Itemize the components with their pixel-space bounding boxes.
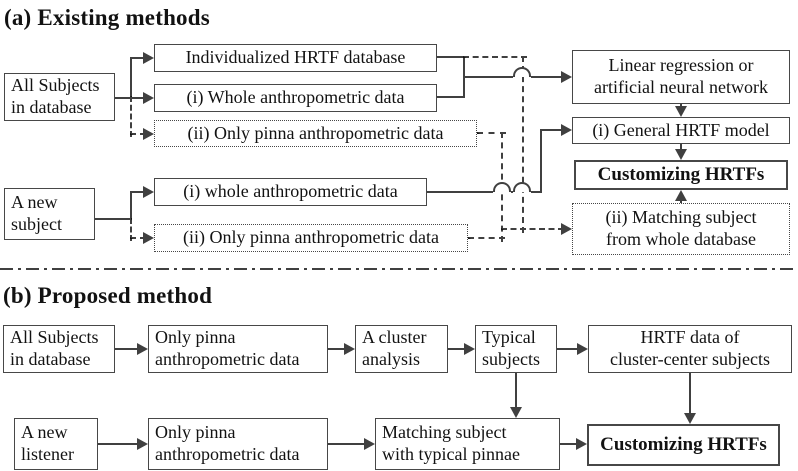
connector-wholenew-mid: [511, 191, 513, 193]
connector-to-generalmodel: [540, 129, 561, 131]
connector-pinnanew-dashed-out: [468, 237, 505, 239]
arrow-to-matching: [561, 223, 572, 235]
arrow-b4: [577, 343, 588, 355]
line-hop-mid-right: [513, 182, 531, 192]
node-customizing-hrtfs-a: Customizing HRTFs: [574, 160, 788, 190]
connector-wholenew-out: [427, 191, 493, 193]
arrow-to-generalmodel: [561, 124, 572, 136]
arrow-matching-to-customizing: [675, 190, 687, 201]
node-cluster-analysis: A cluster analysis: [355, 325, 448, 373]
node-matching-typical-pinnae: Matching subject with typical pinnae: [375, 418, 560, 470]
node-whole-anthro-db: (i) Whole anthropometric data: [154, 84, 437, 112]
node-new-subject: A new subject: [4, 188, 95, 240]
connector-to-pinna-db: [130, 133, 146, 135]
connector-regression-down: [680, 103, 682, 108]
node-all-subjects-db-a: All Subjects in database: [4, 73, 115, 121]
connector-b3: [448, 348, 464, 350]
line-hop-top: [513, 67, 531, 77]
node-whole-anthro-new: (i) whole anthropometric data: [154, 178, 427, 206]
connector-b4: [557, 348, 577, 350]
arrow-to-wholenew: [143, 186, 154, 198]
arrow-model-to-customizing: [675, 149, 687, 160]
connector-db-dashed-top: [463, 56, 527, 58]
node-typical-subjects: Typical subjects: [475, 325, 557, 373]
connector-newsubject-out: [95, 218, 131, 220]
arrow-to-pinnanew: [143, 232, 154, 244]
connector-db-dashed-vertical: [522, 56, 524, 233]
connector-wholenew-right: [531, 191, 542, 193]
arrow-to-regression: [561, 71, 572, 83]
node-general-hrtf-model: (i) General HRTF model: [572, 117, 790, 144]
arrow-typical-to-matching: [510, 407, 522, 418]
connector-bracket-to-regression-1: [463, 76, 513, 78]
dash-dot-divider: [0, 268, 798, 270]
connector-wholenew-up: [540, 129, 542, 192]
connector-b7: [560, 443, 576, 445]
node-regression-ann: Linear regression or artificial neural n…: [572, 50, 790, 104]
connector-hrtfdata-down: [689, 373, 691, 413]
arrow-to-individualized: [143, 52, 154, 64]
line-hop-mid-left: [493, 182, 511, 192]
arrow-hrtfdata-to-customizing: [684, 413, 696, 424]
node-all-subjects-db-b: All Subjects in database: [3, 325, 115, 373]
node-hrtf-cluster-data: HRTF data of cluster-center subjects: [588, 325, 792, 373]
connector-to-wholenew: [130, 191, 143, 193]
connector-b2: [328, 348, 344, 350]
arrow-regression-to-model: [675, 106, 687, 117]
node-pinna-anthro-new: (ii) Only pinna anthropometric data: [154, 224, 468, 252]
connector-model-down: [680, 143, 682, 150]
connector-allsubjects-branch: [130, 57, 132, 98]
section-b-title: (b) Proposed method: [3, 283, 213, 308]
arrow-to-whole-anthro-db: [143, 92, 154, 104]
connector-individualized-stub: [437, 56, 465, 58]
connector-newsubject-up: [130, 191, 132, 219]
node-customizing-hrtfs-b: Customizing HRTFs: [587, 424, 780, 466]
connector-to-individualized: [130, 57, 143, 59]
connector-wholeanthro-stub: [437, 96, 465, 98]
node-pinna-anthro-db: (ii) Only pinna anthropometric data: [154, 120, 477, 147]
arrow-b2: [344, 343, 355, 355]
connector-to-pinnanew: [130, 237, 146, 239]
connector-pinnadb-dashed-out: [477, 132, 506, 134]
node-pinna-anthro-new-b: Only pinna anthropometric data: [148, 418, 328, 470]
connector-newsubject-down-dashed: [130, 218, 132, 241]
arrow-b5: [137, 438, 148, 450]
connector-typical-down: [515, 373, 517, 407]
connector-b5: [98, 443, 137, 445]
connector-b1: [115, 348, 137, 350]
arrow-b1: [137, 343, 148, 355]
node-matching-whole-db: (ii) Matching subject from whole databas…: [572, 203, 790, 255]
connector-bracket-to-regression-2: [531, 76, 561, 78]
arrow-b3: [464, 343, 475, 355]
connector-dashed-to-matching: [501, 228, 564, 230]
node-pinna-anthro-db-b: Only pinna anthropometric data: [148, 325, 328, 373]
connector-b6: [328, 443, 364, 445]
node-individualized-hrtf-db: Individualized HRTF database: [154, 44, 437, 72]
node-new-listener: A new listener: [14, 418, 98, 470]
arrow-b6: [364, 438, 375, 450]
arrow-b7: [576, 438, 587, 450]
connector-allsubjects-dashed-branch: [130, 96, 132, 137]
connector-allsubjects-out: [115, 97, 143, 99]
section-a-title: (a) Existing methods: [4, 5, 210, 30]
arrow-to-pinna-db: [143, 128, 154, 140]
connector-matching-up: [680, 199, 682, 204]
